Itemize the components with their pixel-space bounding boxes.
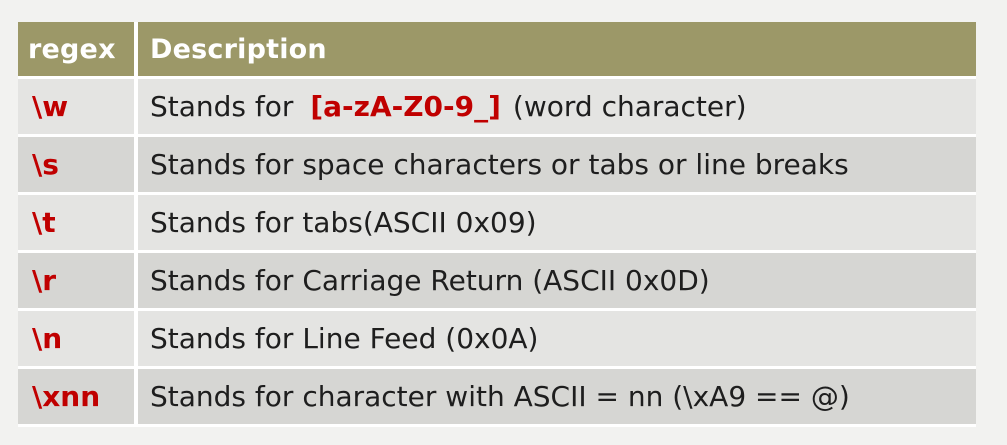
description-suffix: (word character): [512, 90, 747, 123]
regex-token: \t: [18, 193, 138, 253]
regex-table: regex Description \w Stands for [a-zA-Z0…: [18, 22, 976, 427]
regex-token: \n: [18, 309, 138, 369]
description-text: Stands for Line Feed (0x0A): [150, 322, 539, 355]
description-text: Stands for space characters or tabs or l…: [150, 148, 849, 181]
description-text: Stands for character with ASCII = nn (\x…: [150, 380, 850, 413]
header-regex: regex: [18, 22, 138, 79]
table-row: \r Stands for Carriage Return (ASCII 0x0…: [18, 251, 976, 311]
regex-description: Stands for Line Feed (0x0A): [136, 309, 976, 369]
description-text: Stands for: [150, 90, 303, 123]
regex-description: Stands for [a-zA-Z0-9_] (word character): [136, 77, 976, 137]
table-row: \s Stands for space characters or tabs o…: [18, 135, 976, 195]
table-row: \w Stands for [a-zA-Z0-9_] (word characte…: [18, 77, 976, 137]
regex-token: \w: [18, 77, 138, 137]
regex-description: Stands for Carriage Return (ASCII 0x0D): [136, 251, 976, 311]
regex-description: Stands for space characters or tabs or l…: [136, 135, 976, 195]
character-class-highlight: [a-zA-Z0-9_]: [310, 90, 501, 123]
table-row: \n Stands for Line Feed (0x0A): [18, 309, 976, 369]
regex-token: \xnn: [18, 367, 138, 427]
table-row: \xnn Stands for character with ASCII = n…: [18, 367, 976, 427]
table-header-row: regex Description: [18, 22, 976, 79]
regex-description: Stands for tabs(ASCII 0x09): [136, 193, 976, 253]
description-text: Stands for tabs(ASCII 0x09): [150, 206, 537, 239]
table-row: \t Stands for tabs(ASCII 0x09): [18, 193, 976, 253]
regex-token: \s: [18, 135, 138, 195]
regex-token: \r: [18, 251, 138, 311]
regex-description: Stands for character with ASCII = nn (\x…: [136, 367, 976, 427]
description-text: Stands for Carriage Return (ASCII 0x0D): [150, 264, 710, 297]
header-description: Description: [136, 22, 976, 79]
